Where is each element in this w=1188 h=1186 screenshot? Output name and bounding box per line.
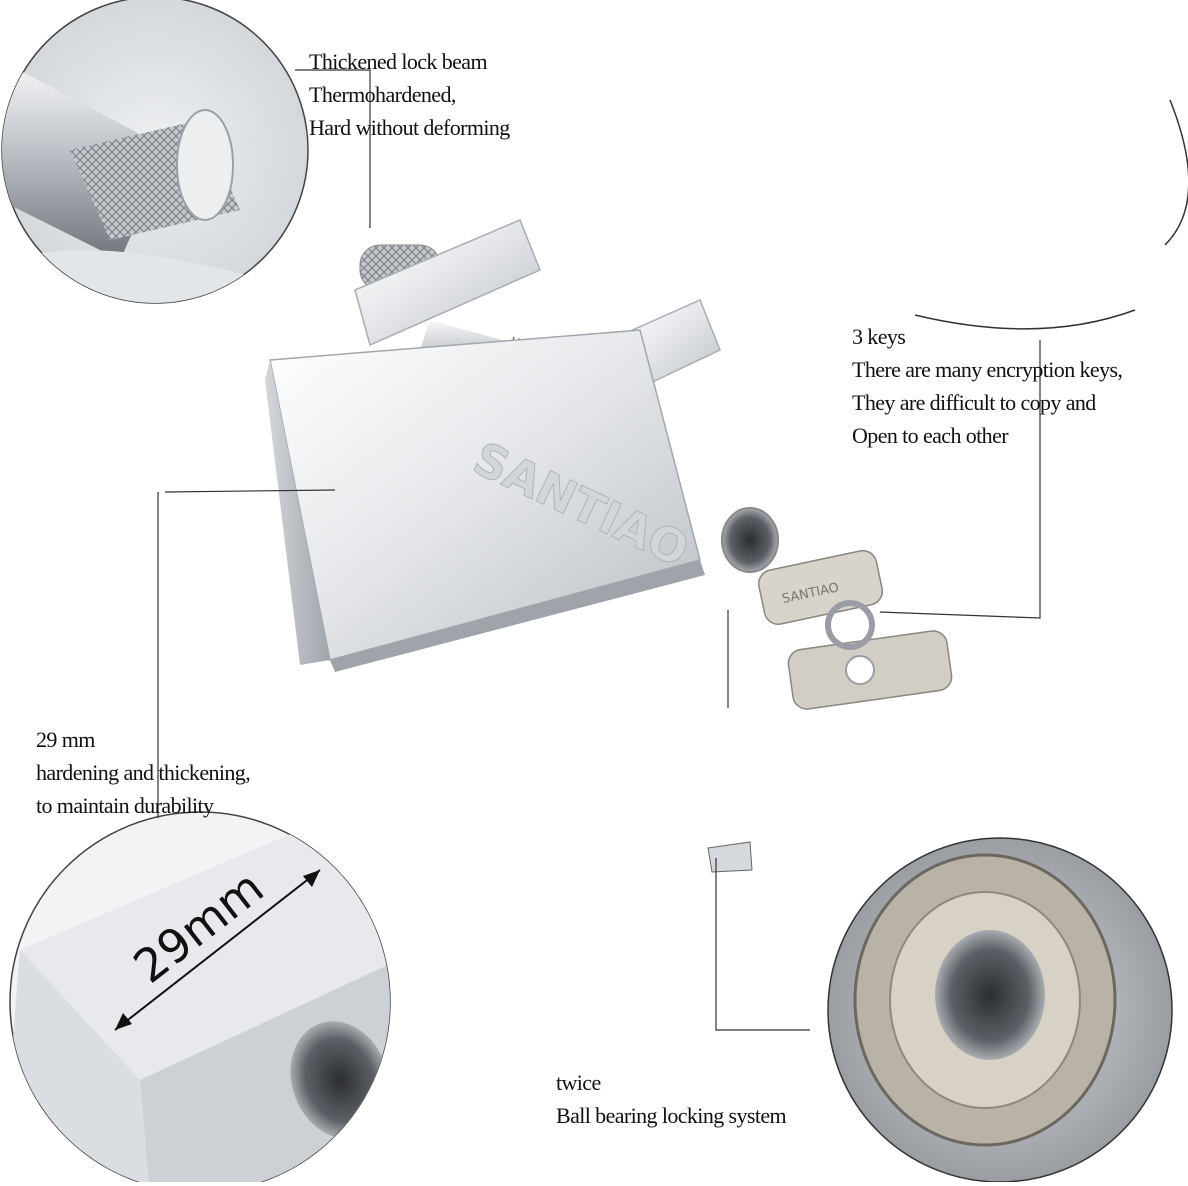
callout-body: 29 mm hardening and thickening, to maint… <box>36 723 251 822</box>
key-ring <box>825 600 875 650</box>
callout-body-line-3: to maintain durability <box>36 793 214 818</box>
callout-bearing-line-1: twice <box>556 1070 601 1095</box>
padlock-product: Hardened SANTIAO SANTIAO <box>265 219 953 710</box>
callout-keys-line-4: Open to each other <box>852 423 1009 448</box>
callout-body-line-2: hardening and thickening, <box>36 760 251 785</box>
dimension-arrow <box>114 869 321 1031</box>
callout-keys-line-1: 3 keys <box>852 324 906 349</box>
callout-beam-line-2: Thermohardened, <box>309 82 456 107</box>
lock-body-front <box>269 329 701 661</box>
callout-beam: Thickened lock beam Thermohardened, Hard… <box>309 45 510 144</box>
callout-keys: 3 keys There are many encryption keys, T… <box>852 320 1123 452</box>
keyhole <box>721 507 779 573</box>
cylinder-core <box>935 930 1045 1060</box>
callout-beam-line-1: Thickened lock beam <box>309 49 488 74</box>
callout-body-line-1: 29 mm <box>36 727 95 752</box>
callout-bearing-line-2: Ball bearing locking system <box>556 1103 787 1128</box>
callout-keys-line-3: They are difficult to copy and <box>852 390 1096 415</box>
callout-keys-line-2: There are many encryption keys, <box>852 357 1123 382</box>
zoom-view-body-width: 29mm <box>9 811 391 1186</box>
zoom-view-beam <box>1 0 309 304</box>
keys: SANTIAO <box>757 549 953 710</box>
zoom-view-keys-edge <box>914 99 1188 330</box>
leader-lines <box>157 69 1041 1031</box>
callout-bearing: twice Ball bearing locking system <box>556 1066 787 1132</box>
callout-beam-line-3: Hard without deforming <box>309 115 510 140</box>
zoom-view-cylinder <box>827 837 1173 1183</box>
